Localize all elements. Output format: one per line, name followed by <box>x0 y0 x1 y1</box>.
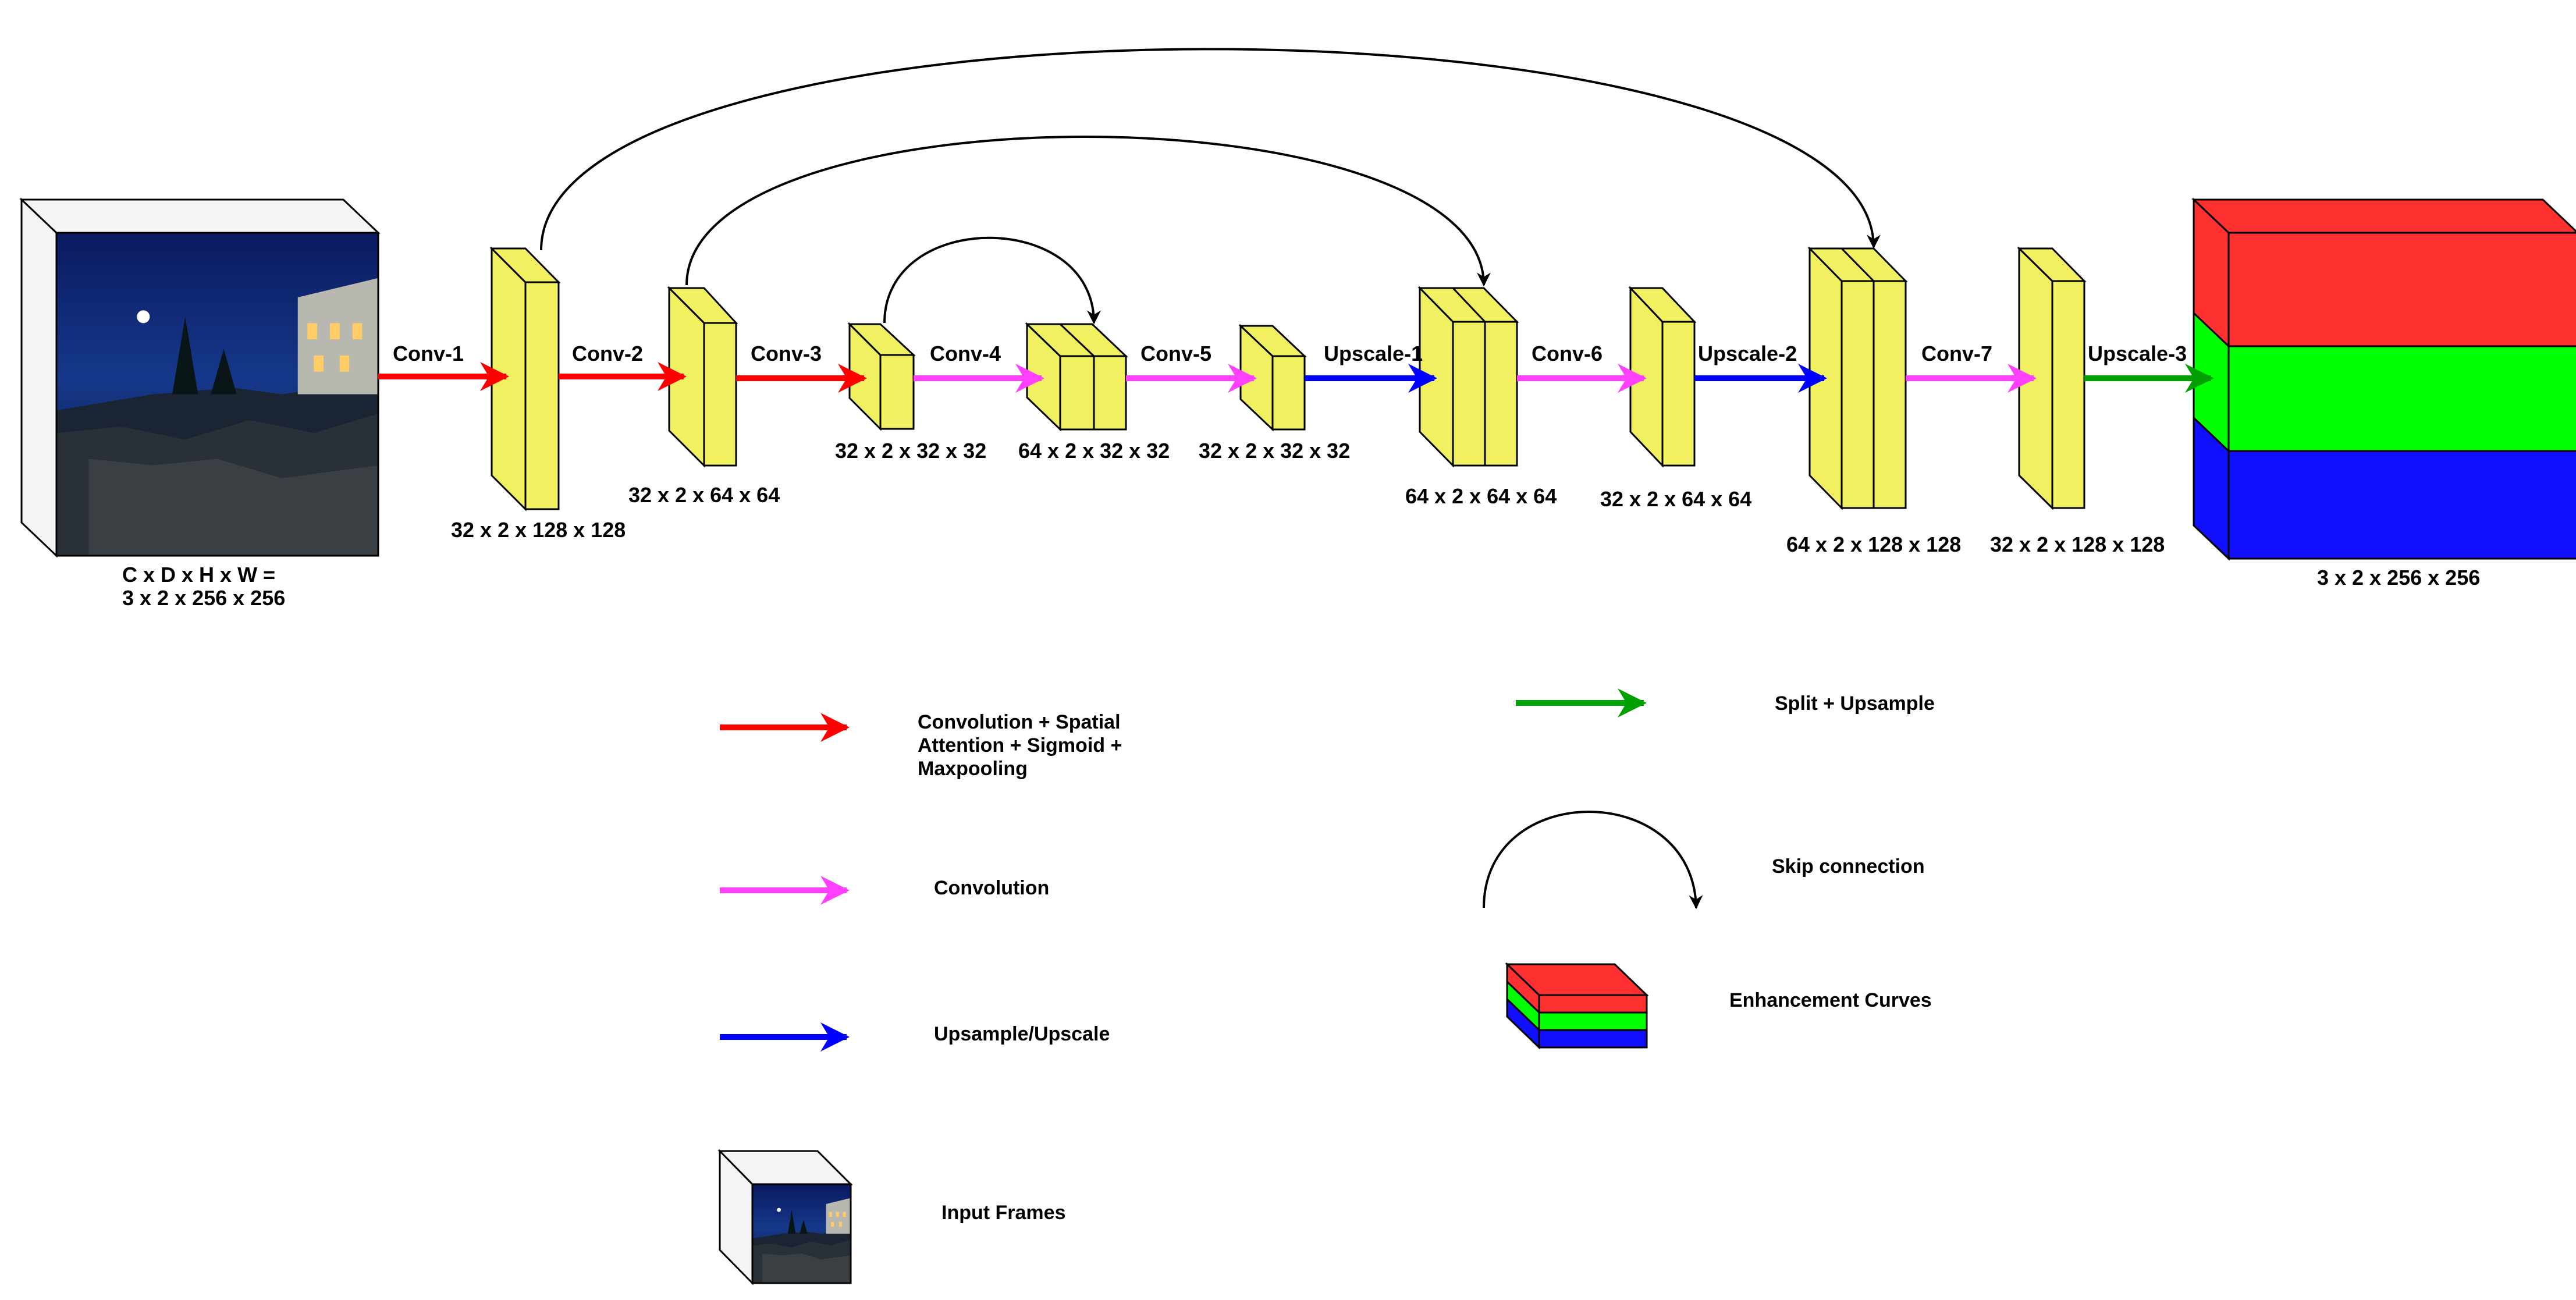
input-dims-line1: C x D x H x W = <box>122 563 275 587</box>
legend-split-upsample: Split + Upsample <box>1775 692 1935 715</box>
legend-skip-connection: Skip connection <box>1772 855 1925 878</box>
stage-label: Upscale-2 <box>1698 342 1797 365</box>
legend-input-frames: Input Frames <box>941 1202 1065 1224</box>
stage-label: Upscale-3 <box>2088 342 2187 365</box>
block-dimension-labels: 32 x 2 x 128 x 128 32 x 2 x 64 x 64 32 x… <box>451 439 2480 589</box>
legend-conv-sa-line2: Attention + Sigmoid + <box>918 734 1122 756</box>
legend-enhancement-curves: Enhancement Curves <box>1729 989 1932 1011</box>
stage-label: Conv-2 <box>572 342 643 365</box>
feature-block-4 <box>1025 322 1128 432</box>
block-dims: 32 x 2 x 64 x 64 <box>628 483 780 507</box>
output-dims: 3 x 2 x 256 x 256 <box>2317 566 2480 589</box>
feature-block-7 <box>1628 286 1697 468</box>
stage-label: Conv-3 <box>751 342 822 365</box>
block-dims: 32 x 2 x 128 x 128 <box>1990 532 2165 556</box>
input-frame-cube <box>19 197 381 558</box>
feature-block-1 <box>489 246 561 512</box>
block-dims: 32 x 2 x 32 x 32 <box>835 439 986 463</box>
block-dims: 64 x 2 x 128 x 128 <box>1786 532 1961 556</box>
stage-label: Conv-6 <box>1532 342 1603 365</box>
flow-arrows <box>378 362 2214 393</box>
legend-conv-sa-line1: Convolution + Spatial <box>918 711 1121 733</box>
stage-label: Conv-5 <box>1140 342 1211 365</box>
stage-label: Conv-4 <box>930 342 1001 365</box>
feature-block-8 <box>1807 246 1908 510</box>
input-frame-image <box>56 233 378 556</box>
legend-enhancement-curves-icon <box>1505 962 1649 1050</box>
feature-block-6 <box>1417 286 1519 468</box>
stage-label: Conv-7 <box>1921 342 1992 365</box>
feature-blocks <box>489 246 2087 512</box>
block-dims: 32 x 2 x 32 x 32 <box>1199 439 1350 463</box>
block-dims: 32 x 2 x 128 x 128 <box>451 518 626 542</box>
legend: Convolution + Spatial Attention + Sigmoi… <box>717 688 1935 1285</box>
feature-block-2 <box>667 286 738 468</box>
block-dims: 64 x 2 x 64 x 64 <box>1405 484 1557 508</box>
block-dims: 32 x 2 x 64 x 64 <box>1600 487 1751 511</box>
legend-upsample: Upsample/Upscale <box>934 1023 1110 1045</box>
legend-input-frames-icon <box>717 1149 853 1285</box>
feature-block-5 <box>1238 324 1307 432</box>
block-dims: 64 x 2 x 32 x 32 <box>1018 439 1170 463</box>
output-enhancement-cube <box>2191 197 2576 561</box>
stage-label: Upscale-1 <box>1324 342 1423 365</box>
skip-connection-conv2-upscale1 <box>685 136 1491 287</box>
skip-connection-conv1-upscale2 <box>540 48 1881 251</box>
stage-label: Conv-1 <box>393 342 464 365</box>
legend-convolution: Convolution <box>934 877 1049 899</box>
legend-conv-sa-line3: Maxpooling <box>918 758 1028 780</box>
legend-skip-connection-icon <box>1483 811 1703 910</box>
stage-labels: Conv-1 Conv-2 Conv-3 Conv-4 Conv-5 Upsca… <box>393 342 2187 365</box>
skip-connections <box>540 48 1881 325</box>
input-dims-line2: 3 x 2 x 256 x 256 <box>122 586 285 610</box>
skip-connection-conv3-conv4 <box>883 236 1101 325</box>
